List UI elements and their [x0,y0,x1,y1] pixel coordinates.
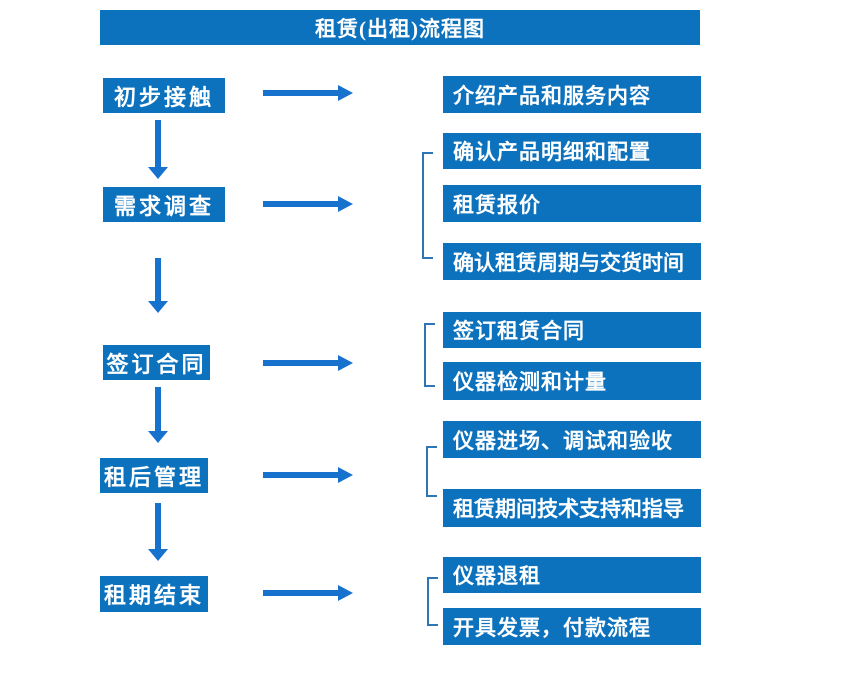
step-label: 初步接触 [113,84,214,110]
group-bracket-icon [426,446,437,497]
arrow-shaft [263,590,338,596]
group-bracket-icon [424,323,435,387]
detail-label: 租赁报价 [453,192,541,217]
step-box-post-rental-management: 租后管理 [100,458,208,493]
detail-box-sign-rental-contract: 签订租赁合同 [443,312,701,348]
right-arrow-icon [263,467,353,483]
arrow-head [147,301,168,313]
detail-label: 仪器检测和计量 [453,370,607,394]
detail-label: 仪器进场、调试和验收 [453,428,673,453]
step-box-rental-end: 租期结束 [100,576,208,612]
arrow-head [338,467,353,483]
detail-label: 介绍产品和服务内容 [453,83,651,108]
right-arrow-icon [263,585,353,601]
arrow-head [147,431,168,443]
right-arrow-icon [263,196,353,212]
step-label: 签订合同 [106,351,207,377]
step-box-sign-contract: 签订合同 [103,345,210,380]
flowchart-title-bar: 租赁(出租)流程图 [100,10,700,45]
detail-label: 租赁期间技术支持和指导 [453,497,684,521]
step-label: 租期结束 [103,583,204,608]
step-box-initial-contact: 初步接触 [103,78,225,113]
arrow-head [338,85,353,101]
group-bracket-icon [427,577,438,626]
arrow-head [338,585,353,601]
detail-box-rental-tech-support-guidance: 租赁期间技术支持和指导 [443,489,701,527]
arrow-shaft [263,360,338,366]
arrow-shaft [263,90,338,96]
detail-box-invoice-payment-process: 开具发票，付款流程 [443,608,701,645]
down-arrow-icon [147,258,168,313]
detail-box-confirm-product-details-config: 确认产品明细和配置 [443,133,701,169]
detail-box-confirm-rental-period-delivery: 确认租赁周期与交货时间 [443,243,701,280]
down-arrow-icon [147,120,168,179]
detail-label: 开具发票，付款流程 [453,615,651,640]
flowchart-title: 租赁(出租)流程图 [315,16,485,41]
step-label: 租后管理 [103,464,204,490]
detail-label: 确认产品明细和配置 [453,140,651,164]
detail-label: 确认租赁周期与交货时间 [453,250,684,275]
arrow-shaft [154,258,161,301]
detail-box-instrument-return: 仪器退租 [443,557,701,593]
arrow-head [147,167,168,179]
arrow-head [338,355,353,371]
detail-box-rental-quotation: 租赁报价 [443,185,701,222]
down-arrow-icon [147,387,168,443]
step-box-demand-survey: 需求调查 [103,187,225,222]
detail-label: 签订租赁合同 [453,319,585,343]
detail-box-instrument-testing-metering: 仪器检测和计量 [443,362,701,400]
detail-label: 仪器退租 [453,564,541,588]
right-arrow-icon [263,85,353,101]
step-label: 需求调查 [113,193,214,219]
arrow-shaft [154,503,161,549]
arrow-head [338,196,353,212]
arrow-shaft [154,387,161,431]
arrow-head [147,549,168,561]
group-bracket-icon [422,152,433,259]
right-arrow-icon [263,355,353,371]
arrow-shaft [154,120,161,167]
arrow-shaft [263,472,338,478]
detail-box-introduce-products-services: 介绍产品和服务内容 [443,76,701,113]
down-arrow-icon [147,503,168,561]
detail-box-instrument-entry-debug-acceptance: 仪器进场、调试和验收 [443,421,701,458]
arrow-shaft [263,201,338,207]
